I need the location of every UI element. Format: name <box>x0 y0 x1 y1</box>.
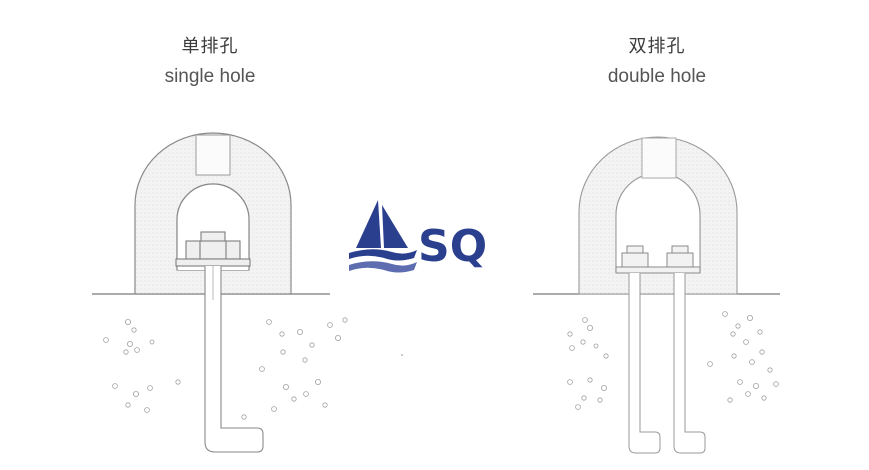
sq-logo: SQ <box>349 200 487 273</box>
single-hole-title-zh: 单排孔 <box>181 36 239 57</box>
right-soil-texture <box>567 311 779 410</box>
single-hole-caption: 单排孔 single hole <box>130 32 290 88</box>
double-hole-title-zh: 双排孔 <box>628 36 686 57</box>
left-anchor-bolt <box>204 266 264 453</box>
double-hole-title-en: double hole <box>607 66 707 87</box>
right-anchor-bolt-1 <box>628 273 661 454</box>
right-top-slot <box>641 137 677 179</box>
single-hole-title-en: single hole <box>164 66 256 87</box>
left-top-slot <box>195 134 231 176</box>
right-bolt-nuts <box>615 245 701 274</box>
logo-text: SQ <box>418 221 487 272</box>
double-hole-diagram <box>533 136 780 454</box>
double-hole-caption: 双排孔 double hole <box>572 32 742 88</box>
left-bolt-nut <box>175 231 251 267</box>
right-anchor-bolt-2 <box>673 273 706 454</box>
sailboat-icon <box>349 200 417 273</box>
left-soil-texture <box>103 317 348 420</box>
single-hole-diagram <box>92 132 348 453</box>
